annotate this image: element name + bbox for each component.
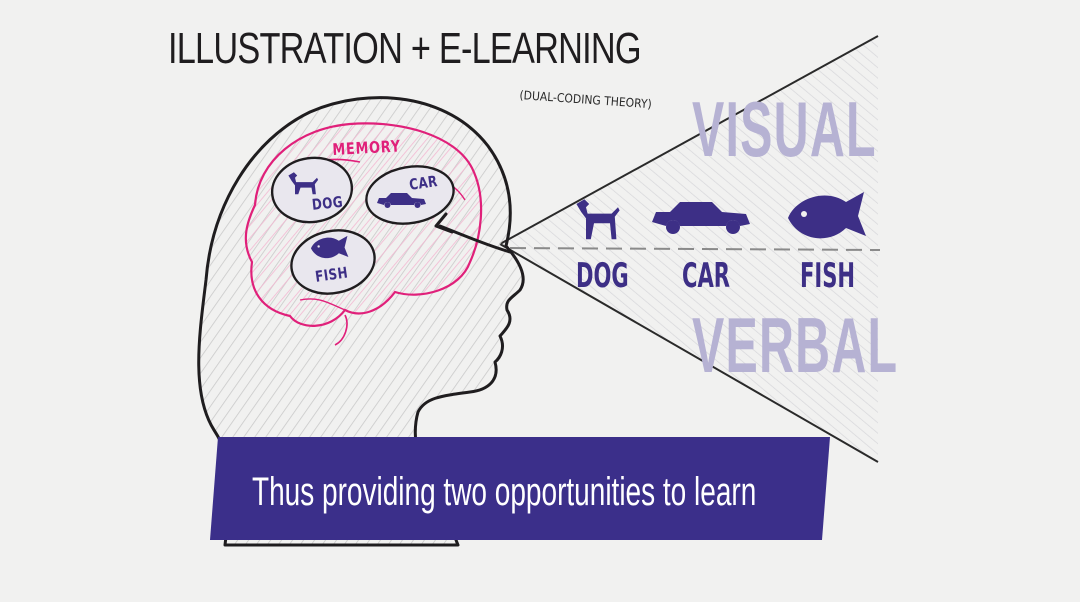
memory-bubble-fish — [290, 229, 376, 295]
verbal-item-car: CAR — [682, 256, 731, 296]
input-arrow — [434, 212, 512, 254]
verbal-item-dog: DOG — [576, 256, 629, 296]
caption-banner — [210, 437, 830, 540]
channel-divider — [509, 247, 881, 251]
dog-icon — [288, 172, 319, 195]
caption-text: Thus providing two opportunities to lear… — [252, 470, 757, 514]
fish-icon — [310, 235, 349, 259]
visual-car-icon — [652, 202, 750, 234]
verbal-item-fish: FISH — [800, 256, 856, 296]
page-title: ILLUSTRATION + E-LEARNING — [168, 24, 642, 73]
memory-item-label-dog: DOG — [311, 192, 344, 214]
memory-label: MEMORY — [332, 136, 402, 159]
visual-dog-icon — [576, 199, 620, 240]
vision-cone — [499, 35, 881, 463]
visual-channel-label: VISUAL — [692, 85, 877, 173]
memory-bubble-car — [365, 165, 455, 225]
memory-bubble-dog — [270, 156, 354, 224]
visual-fish-icon — [788, 192, 866, 239]
verbal-channel-label: VERBAL — [692, 301, 899, 389]
car-icon — [377, 193, 426, 208]
